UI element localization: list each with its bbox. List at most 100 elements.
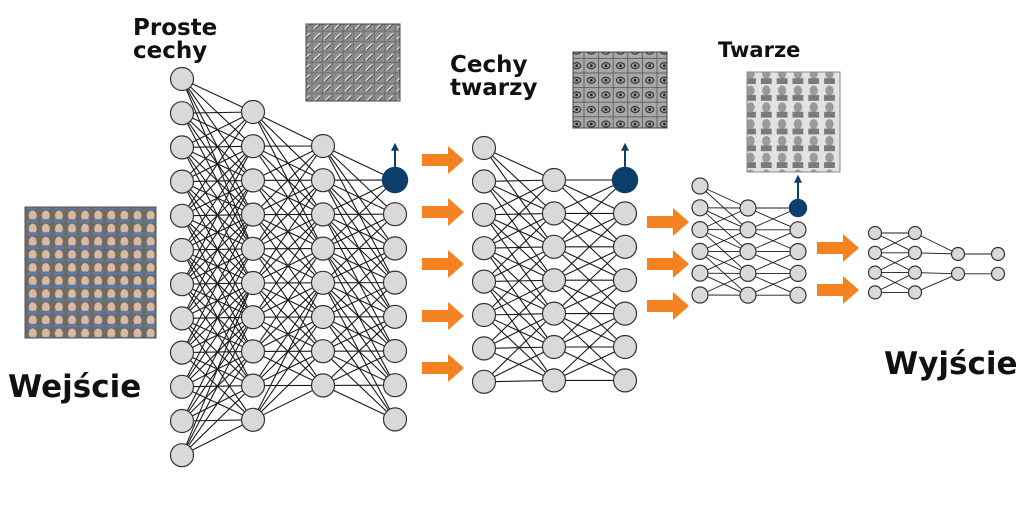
node — [789, 221, 807, 239]
node — [471, 135, 497, 161]
edge — [553, 246, 626, 281]
edge — [181, 145, 254, 285]
edge — [699, 251, 749, 274]
node — [169, 374, 195, 399]
edge — [483, 147, 555, 181]
node — [739, 221, 757, 239]
orange-arrow — [647, 250, 689, 278]
node — [789, 286, 807, 304]
edge — [252, 350, 324, 421]
node — [867, 225, 883, 241]
node — [310, 236, 336, 261]
orange-arrow — [422, 146, 464, 174]
node — [169, 408, 195, 434]
edge — [252, 282, 324, 352]
edge — [322, 282, 396, 352]
node — [471, 369, 497, 394]
face-features-filter-image — [572, 51, 668, 129]
node — [541, 167, 567, 193]
node — [169, 443, 195, 468]
edge — [252, 282, 324, 421]
edge — [322, 350, 396, 386]
highlight-node — [788, 198, 808, 218]
edge — [553, 179, 626, 248]
node — [907, 285, 923, 300]
edge — [252, 145, 324, 181]
edge — [181, 282, 254, 456]
edge — [874, 272, 916, 293]
node — [240, 339, 266, 364]
highlight-node — [381, 166, 409, 194]
node — [382, 373, 408, 398]
node — [169, 237, 195, 263]
edge — [252, 282, 324, 386]
node — [739, 243, 757, 261]
orange-arrow — [422, 198, 464, 226]
edge — [181, 111, 254, 217]
edge — [181, 316, 254, 456]
node — [169, 306, 195, 331]
edge — [553, 279, 626, 348]
edge — [181, 180, 254, 319]
edge — [322, 316, 396, 352]
node — [541, 301, 567, 326]
edge — [252, 179, 324, 250]
edge — [322, 179, 396, 249]
node — [541, 201, 567, 226]
edge — [181, 180, 254, 285]
node — [310, 373, 336, 398]
edge — [483, 246, 555, 283]
node — [471, 202, 497, 227]
node — [990, 246, 1006, 262]
highlight-arrowhead — [391, 142, 399, 151]
label-input: Wejście — [8, 369, 142, 405]
edge — [181, 145, 254, 217]
edge — [252, 179, 324, 284]
edge — [553, 212, 626, 281]
node — [240, 373, 266, 398]
node — [541, 234, 567, 259]
node — [471, 236, 497, 261]
edge — [322, 316, 396, 386]
edge — [553, 212, 626, 248]
edge — [252, 214, 324, 318]
edge — [322, 247, 396, 284]
node — [612, 234, 638, 259]
orange-arrow — [422, 302, 464, 330]
edge — [181, 282, 254, 388]
node — [990, 266, 1006, 281]
edge — [483, 313, 555, 383]
edge — [874, 232, 916, 254]
edge — [914, 252, 959, 255]
node — [382, 270, 408, 295]
highlight-arrowhead — [621, 142, 629, 151]
edge — [181, 419, 254, 456]
node — [169, 340, 195, 365]
node — [867, 245, 883, 260]
edge — [322, 213, 396, 284]
edge — [699, 207, 749, 231]
edge — [699, 229, 749, 252]
node — [950, 266, 966, 281]
edge — [252, 145, 324, 215]
edge — [322, 248, 396, 318]
edge — [914, 272, 959, 275]
node — [240, 99, 266, 125]
edge — [553, 279, 626, 315]
edge — [553, 346, 626, 381]
edge — [322, 384, 396, 420]
edge — [181, 111, 254, 148]
edge — [181, 214, 254, 319]
node — [867, 285, 883, 300]
edge — [322, 282, 396, 318]
orange-arrow — [817, 234, 859, 262]
node — [240, 168, 266, 193]
edge — [747, 251, 799, 274]
edge — [483, 179, 555, 249]
highlight-node — [611, 166, 639, 194]
edge — [553, 246, 626, 315]
node — [310, 339, 336, 364]
node — [691, 286, 709, 304]
arrow-groups — [422, 146, 859, 382]
node — [471, 302, 497, 328]
